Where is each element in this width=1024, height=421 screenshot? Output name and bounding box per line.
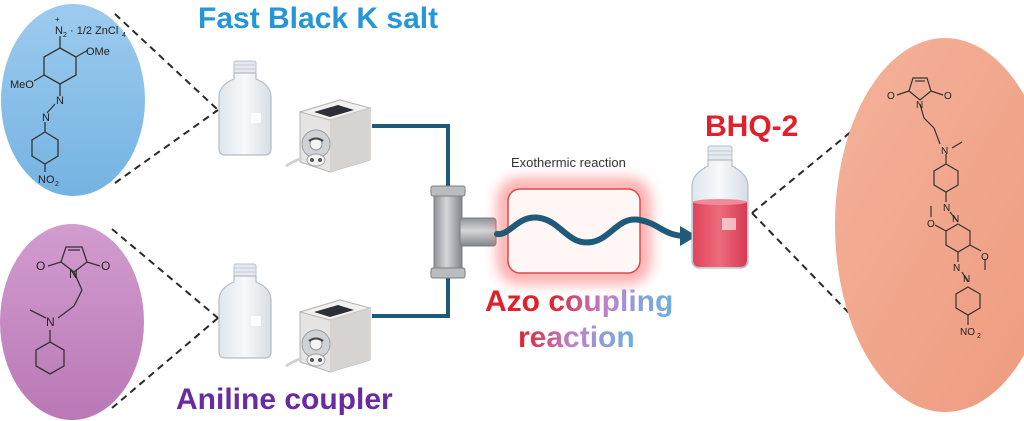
flow-arrowhead <box>680 226 697 246</box>
t-junction-mixer <box>430 185 497 279</box>
reaction-word-azo: Azo <box>485 285 540 318</box>
fast-black-k-ellipse <box>1 4 145 196</box>
imide-o-right: O <box>101 259 110 273</box>
callout-line <box>751 212 881 346</box>
svg-text:+: + <box>55 15 60 24</box>
bhq2-amine-n: N <box>941 146 948 157</box>
diazonium-subscript: 2 <box>63 32 67 39</box>
product-title: BHQ-2 <box>705 110 799 143</box>
fast-black-k-structure <box>31 36 89 172</box>
product-liquid <box>693 202 747 267</box>
imide-o-left: O <box>36 259 45 273</box>
reagent-a-title: Fast Black K salt <box>198 2 439 35</box>
nitro-label: NO <box>38 174 55 186</box>
reagent-b-pump <box>284 298 372 374</box>
imide-n: N <box>69 267 78 281</box>
bhq2-azo2-n1: N <box>953 263 960 274</box>
bhq2-o-right: O <box>944 91 952 102</box>
aniline-coupler-structure <box>29 246 101 375</box>
aniline-coupler-ellipse <box>0 224 144 420</box>
product-bottle <box>691 145 749 269</box>
reagent-b-title: Aniline coupler <box>176 383 393 416</box>
bhq2-nitro: NO <box>960 327 975 338</box>
bhq2-structure <box>896 77 986 325</box>
bhq2-nitro-subscript: 2 <box>977 333 981 340</box>
amine-n: N <box>46 315 55 329</box>
bhq2-o-left: O <box>887 91 895 102</box>
reagent-a-pump <box>284 98 372 174</box>
bhq2-imide-n: N <box>916 100 923 111</box>
exothermic-note: Exothermic reaction <box>511 155 626 170</box>
reagent-b-bottle <box>218 263 272 359</box>
bhq2-azo1-n1: N <box>943 203 950 214</box>
reaction-name-line2: reaction <box>518 321 635 354</box>
bhq2-azo2-n2: N <box>963 274 970 285</box>
methoxy-right-label: OMe <box>86 46 110 58</box>
methoxy-left-label: MeO <box>10 79 34 91</box>
reactor-coil <box>494 214 689 246</box>
reaction-name-line1: Azo coupling <box>485 285 673 319</box>
bhq2-azo1-n2: N <box>952 214 959 225</box>
counterion-label: · 1/2 ZnCl <box>70 25 118 37</box>
counterion-subscript: 4 <box>122 32 126 39</box>
heated-reactor <box>498 179 650 283</box>
bhq2-methoxy-o2: O <box>981 252 989 263</box>
bhq2-ellipse <box>835 38 1024 412</box>
diazonium-label: N <box>55 25 63 37</box>
callout-line <box>114 109 219 184</box>
reagent-a-bottle <box>218 60 272 156</box>
reaction-word-coupling: coupling <box>548 285 674 318</box>
azo-n1-label: N <box>56 95 64 107</box>
tubing <box>372 124 450 318</box>
nitro-subscript: 2 <box>55 181 59 188</box>
bhq2-methoxy-o1: O <box>927 219 935 230</box>
azo-n2-label: N <box>42 112 50 124</box>
